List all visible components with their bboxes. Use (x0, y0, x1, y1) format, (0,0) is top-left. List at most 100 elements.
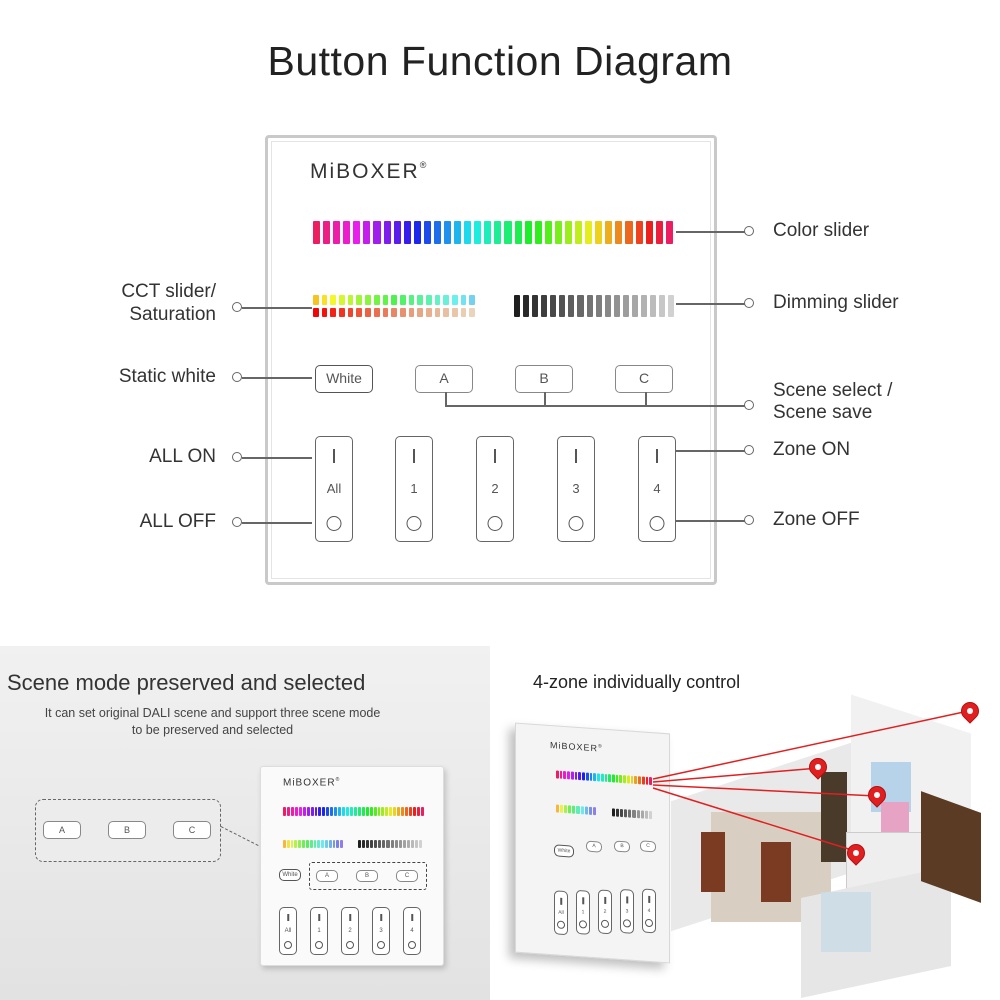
on-mark-icon (494, 449, 496, 463)
color-segment (464, 221, 472, 244)
dim-segment (410, 840, 414, 848)
mini-color-slider (283, 807, 424, 816)
dimming-slider[interactable] (514, 295, 675, 317)
cct-segment (302, 840, 305, 848)
callout-dot (232, 517, 242, 527)
callout-line (645, 392, 647, 406)
on-mark-icon (287, 914, 289, 921)
cct-segment (283, 840, 286, 848)
mini-zone-1: 1 (310, 907, 328, 955)
color-segment (294, 807, 298, 816)
zone-1-button[interactable]: 1 (395, 436, 433, 542)
zone-2-button[interactable]: 2 (476, 436, 514, 542)
dim-segment (394, 840, 398, 848)
dim-segment (532, 295, 539, 317)
color-segment (338, 807, 342, 816)
callout-line (445, 392, 447, 406)
brand-logo: MiBOXER® (310, 160, 427, 183)
cct-column (408, 295, 415, 317)
dim-segment (550, 295, 557, 317)
dim-segment (595, 295, 602, 317)
color-segment (405, 807, 408, 816)
saturation-segment (382, 307, 389, 317)
callout-dot (232, 302, 242, 312)
zone-label: 3 (379, 928, 383, 935)
zone-rays (652, 709, 974, 852)
cct-segment (391, 295, 397, 305)
cct-segment (382, 295, 389, 305)
color-segment (474, 221, 482, 244)
dim-segment (659, 295, 666, 317)
cct-segment (460, 295, 467, 305)
color-segment (655, 221, 663, 244)
zone-3-button[interactable]: 3 (557, 436, 595, 542)
color-segment (409, 807, 412, 816)
off-circle-icon (284, 941, 292, 949)
on-mark-icon (411, 914, 413, 921)
cct-segment (452, 295, 458, 305)
callout-line (242, 307, 312, 309)
zone-label: 4 (410, 928, 414, 935)
scene-mode-desc-1: It can set original DALI scene and suppo… (44, 706, 381, 720)
cct-column (330, 295, 337, 317)
off-circle-icon (487, 516, 503, 531)
zone-4-button[interactable]: 4 (638, 436, 676, 542)
dim-segment (398, 840, 402, 848)
color-segment (494, 221, 502, 244)
color-segment (416, 807, 420, 816)
color-segment (365, 807, 369, 816)
cct-segment (399, 295, 406, 305)
scene-b-button[interactable]: B (515, 365, 573, 393)
label-dimming-slider: Dimming slider (773, 292, 899, 313)
on-mark-icon (575, 449, 577, 463)
scene-a-button[interactable]: A (415, 365, 473, 393)
zoom-scene-b: B (108, 821, 146, 839)
color-segment (484, 221, 492, 244)
cct-segment (356, 295, 363, 305)
color-segment (326, 807, 330, 816)
cct-segment (336, 840, 340, 848)
cct-slider[interactable] (313, 295, 476, 317)
on-mark-icon (656, 449, 658, 463)
saturation-segment (460, 307, 467, 317)
color-segment (342, 807, 345, 816)
color-segment (313, 221, 321, 244)
dim-segment (568, 295, 575, 317)
white-button[interactable]: White (315, 365, 373, 393)
callout-line (242, 522, 312, 524)
zoom-scene-c: C (173, 821, 211, 839)
color-segment (298, 807, 302, 816)
color-segment (306, 807, 310, 816)
callout-line (242, 457, 312, 459)
off-circle-icon (408, 941, 416, 949)
cct-segment (290, 840, 294, 848)
cct-segment (313, 840, 317, 848)
cct-segment (408, 295, 415, 305)
cct-column (356, 295, 363, 317)
color-segment (373, 221, 381, 244)
on-mark-icon (413, 449, 415, 463)
cct-column (434, 295, 441, 317)
dim-segment (358, 840, 362, 848)
color-segment (322, 807, 326, 816)
color-slider[interactable] (313, 221, 673, 244)
dim-segment (613, 295, 620, 317)
label-scene-2: Scene save (773, 402, 873, 423)
callout-line (676, 520, 746, 522)
color-segment (423, 221, 431, 244)
color-segment (286, 807, 290, 816)
scene-mode-section: Scene mode preserved and selected It can… (0, 646, 490, 1000)
color-segment (353, 807, 357, 816)
scene-c-button[interactable]: C (615, 365, 673, 393)
color-segment (369, 807, 373, 816)
callout-line (445, 405, 746, 407)
color-segment (381, 807, 385, 816)
cct-segment (347, 295, 354, 305)
scene-mode-title: Scene mode preserved and selected (7, 670, 366, 695)
color-segment (504, 221, 512, 244)
cct-column (347, 295, 354, 317)
color-segment (314, 807, 318, 816)
cct-segment (317, 840, 321, 848)
saturation-segment (373, 307, 380, 317)
zone-all-button[interactable]: All (315, 436, 353, 542)
